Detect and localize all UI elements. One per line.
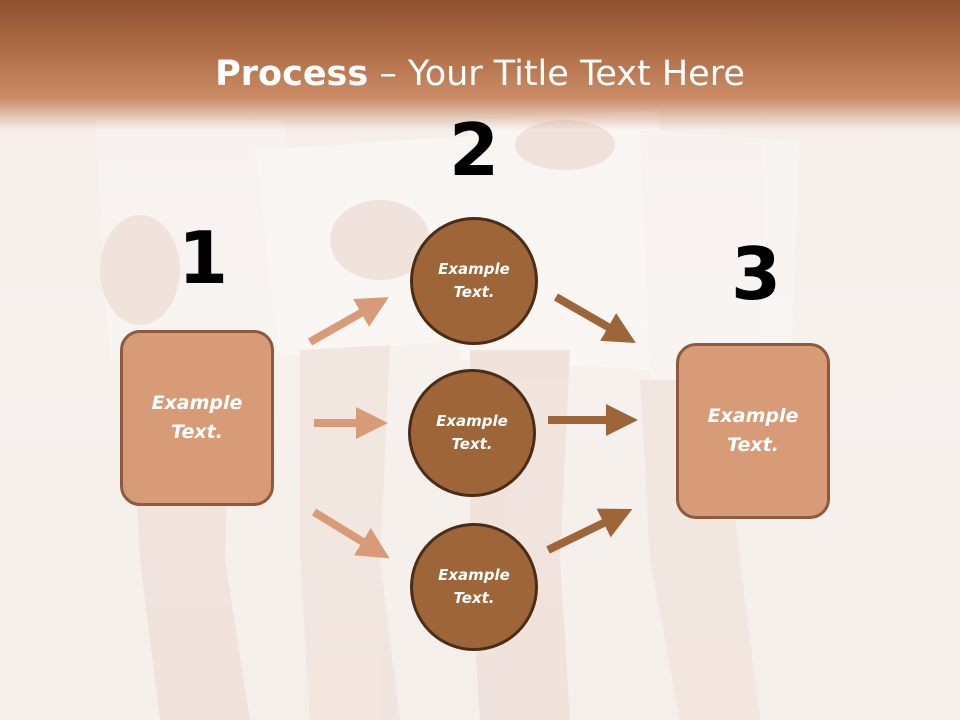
circle-bottom: Example Text. (410, 523, 538, 651)
circle-top-label: Example Text. (438, 260, 510, 301)
left-box-label: Example Text. (151, 392, 243, 443)
arrow-right-bottom (546, 508, 633, 554)
step-number-1: 1 (178, 216, 229, 300)
arrow-left-bottom (311, 508, 390, 559)
right-text-box: Example Text. (676, 343, 830, 519)
left-text-box: Example Text. (120, 330, 274, 506)
right-box-label: Example Text. (707, 405, 799, 456)
title-bar (0, 0, 960, 130)
circle-middle: Example Text. (408, 369, 536, 497)
title-rest: – Your Title Text Here (368, 54, 745, 94)
arrow-right-top (554, 293, 636, 343)
slide-title: Process – Your Title Text Here (0, 52, 960, 96)
arrow-left-top (308, 297, 389, 346)
circle-top: Example Text. (410, 217, 538, 345)
step-number-3: 3 (731, 232, 782, 316)
step-number-2: 2 (449, 108, 500, 192)
circle-middle-label: Example Text. (436, 412, 508, 453)
circle-bottom-label: Example Text. (438, 566, 510, 607)
title-bold: Process (215, 54, 369, 94)
